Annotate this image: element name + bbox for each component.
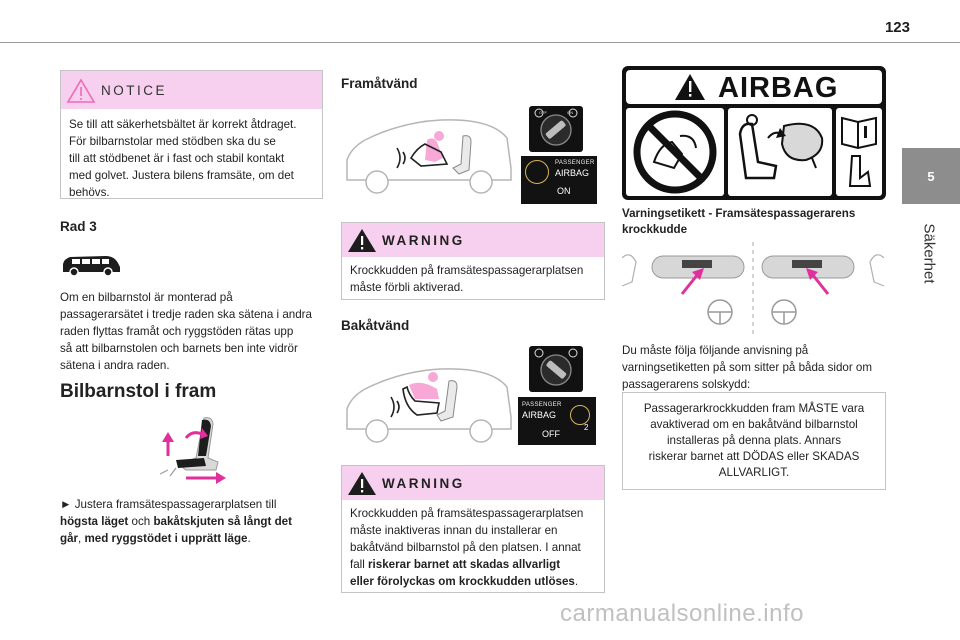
page-number: 123 <box>884 19 910 36</box>
label-text-box: Passagerarkrockkudden fram MÅSTE vara av… <box>622 392 886 490</box>
chapter-label: Säkerhet <box>920 222 938 284</box>
seat-airbag-icon <box>738 114 824 180</box>
warning-text-2: Krockkudden på framsätespassagerarplatse… <box>350 507 584 588</box>
switch-off-label: OFF <box>539 110 547 115</box>
warning-text-1: Krockkudden på framsätespassagerarplatse… <box>350 264 584 294</box>
manual-panel <box>836 108 882 196</box>
chapter-tab[interactable]: 5 <box>902 148 960 204</box>
forward-seat-car-illustration <box>346 119 512 194</box>
label-caption: Varningsetikett - Framsätespassagerarens… <box>622 207 856 236</box>
airbag-warning-label: AIRBAG <box>622 66 886 200</box>
warning-title-2: WARNING <box>382 475 465 491</box>
warning-title-1: WARNING <box>382 232 465 248</box>
notice-text: Se till att säkerhetsbältet är korrekt å… <box>69 118 297 199</box>
warning-box-1: WARNING Krockkudden på framsätespassager… <box>341 222 605 300</box>
rearward-seat-car-illustration <box>346 368 512 443</box>
rad3-heading: Rad 3 <box>60 219 97 234</box>
warning-triangle-icon <box>675 74 705 100</box>
warning-triangle-icon <box>348 472 376 495</box>
airbag-off-indicator: PASSENGER AIRBAG OFF 2 <box>518 397 596 445</box>
switch-on-label: ON <box>567 110 573 115</box>
warning-triangle-icon <box>348 229 376 252</box>
airbag-switch-off[interactable] <box>529 346 583 392</box>
warning-triangle-outline-icon <box>66 78 96 103</box>
instruction-text: Du måste följa följande anvisning på var… <box>622 344 873 391</box>
seat-adjust-illustration <box>159 417 226 484</box>
watermark: carmanualsonline.info <box>560 600 804 627</box>
airbag-deploy-panel <box>728 108 832 196</box>
rad3-text: Om en bilbarnstol är monterad på passage… <box>60 291 312 372</box>
notice-header: NOTICE <box>61 71 322 109</box>
airbag-on-indicator: PASSENGER AIRBAG ON <box>521 156 597 204</box>
airbag-switch-on[interactable] <box>529 106 583 152</box>
rearward-facing-heading: Bakåtvänd <box>341 318 410 333</box>
child-seat-icon <box>525 160 549 184</box>
sun-visor-label-illustration <box>622 242 884 334</box>
front-seat-heading: Bilbarnstol i fram <box>60 381 217 402</box>
read-manual-icon <box>841 116 877 187</box>
notice-box: NOTICE Se till att säkerhetsbältet är ko… <box>60 70 323 199</box>
header-divider <box>0 42 960 43</box>
front-seat-instruction: ► Justera framsätespassagerarplatsen til… <box>60 498 292 545</box>
child-seat-crossed-icon <box>570 405 590 425</box>
forward-facing-heading: Framåtvänd <box>341 76 418 91</box>
van-icon <box>63 256 120 277</box>
no-rear-seat-panel <box>626 108 724 196</box>
notice-title: NOTICE <box>101 82 168 98</box>
warning-box-2: WARNING Krockkudden på framsätespassager… <box>341 465 605 593</box>
airbag-banner: AIRBAG <box>718 72 839 104</box>
prohibited-rear-seat-icon <box>633 110 717 194</box>
